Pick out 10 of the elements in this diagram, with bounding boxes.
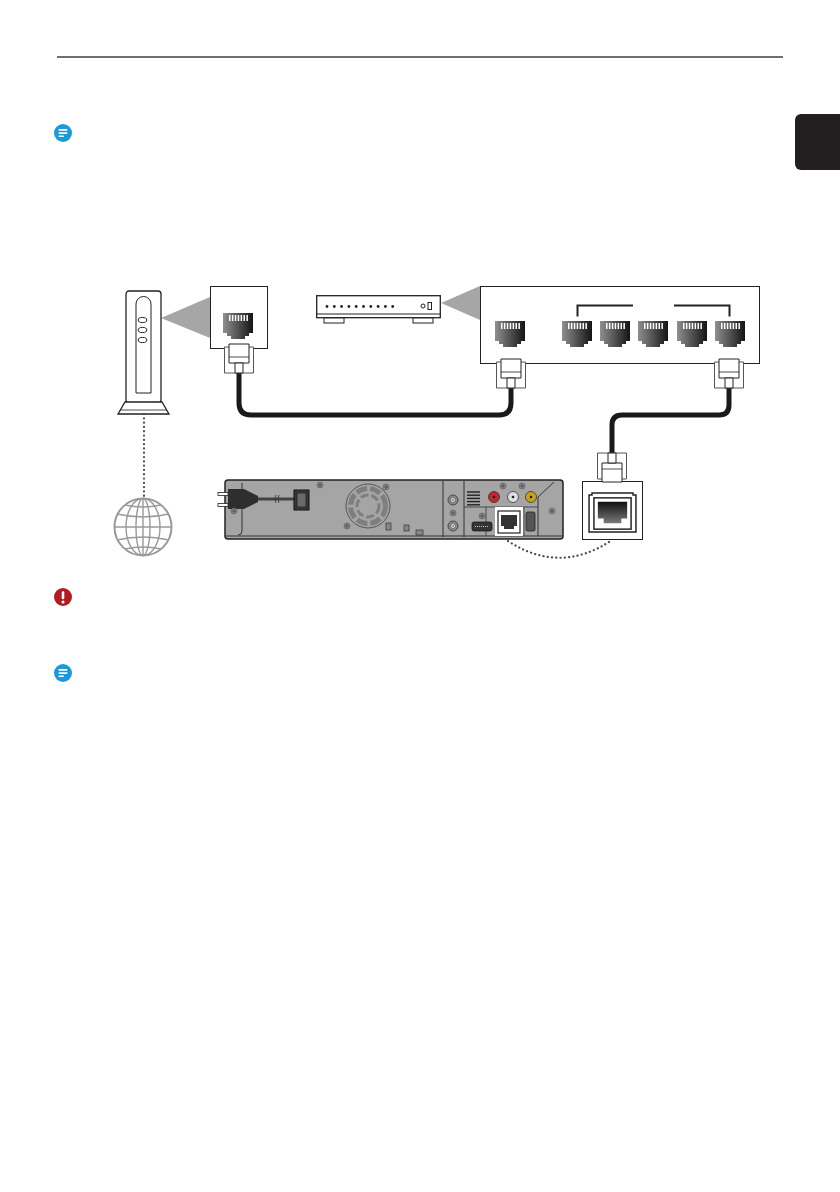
port-closeup-panel (210, 286, 268, 349)
router-ports-closeup-panel (480, 286, 760, 364)
ethernet-cable (224, 343, 526, 418)
modem-drawing (117, 289, 171, 416)
ethernet-cable (597, 358, 744, 483)
recorder-port-closeup-panel (582, 481, 643, 540)
recorder-rear-drawing (216, 479, 566, 541)
globe-drawing (113, 497, 173, 557)
dotted-line (142, 412, 146, 499)
router-drawing (316, 295, 441, 324)
